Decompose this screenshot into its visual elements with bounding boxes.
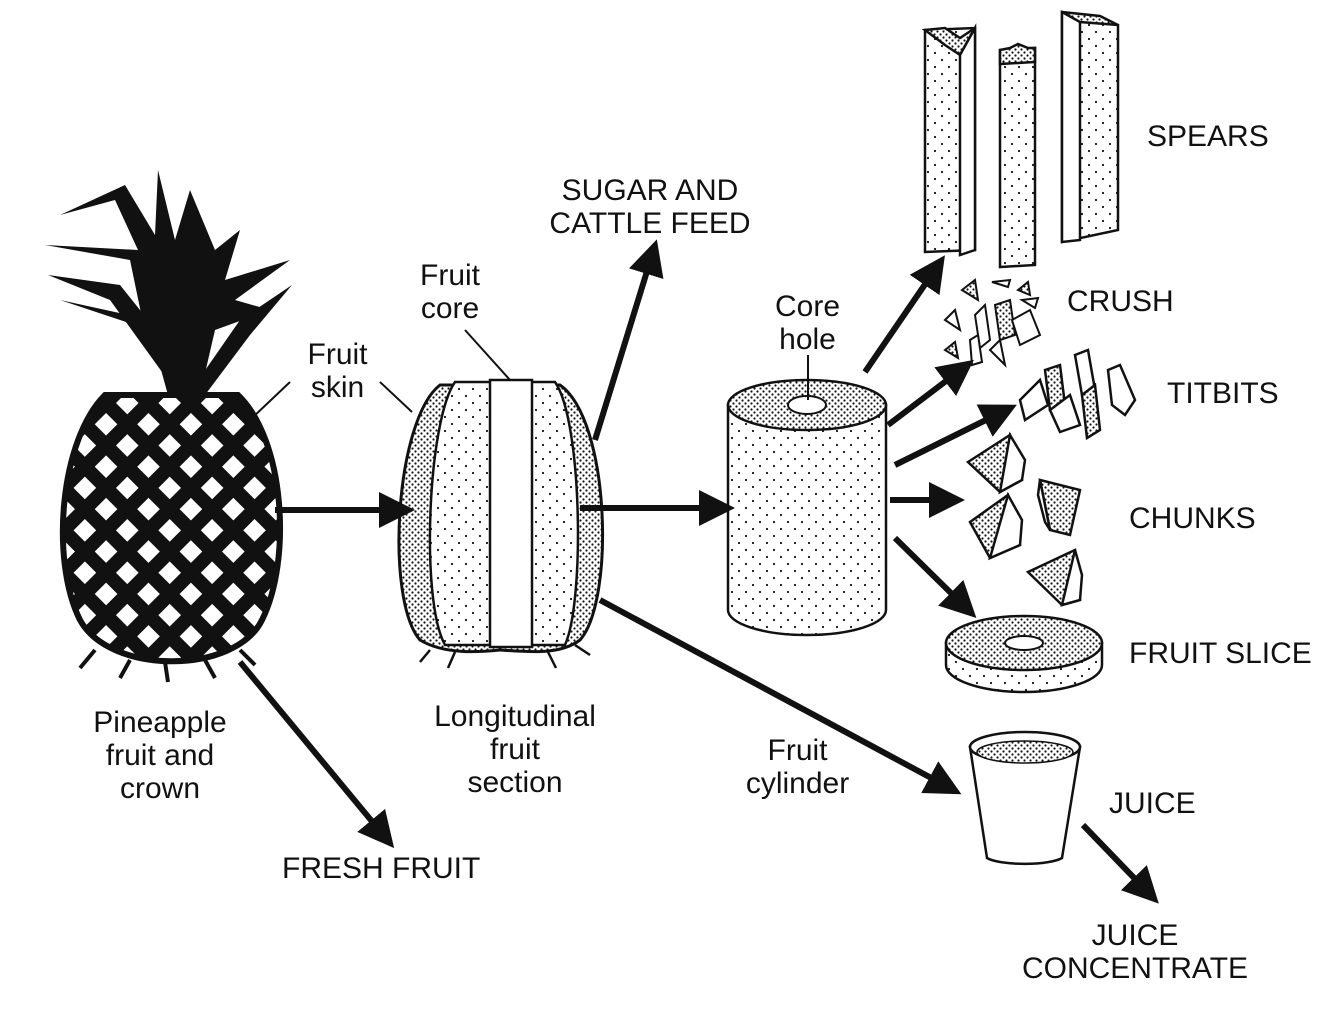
arrow-to-crush — [886, 359, 974, 428]
fruit-core-shape — [488, 378, 534, 649]
leader-lines — [251, 329, 809, 419]
label-spears: SPEARS — [1147, 120, 1269, 153]
label-line: Fruit — [420, 259, 480, 292]
process-arrows — [237, 239, 1159, 904]
label-line: hole — [779, 323, 836, 356]
label-fresh-fruit: FRESH FRUIT — [282, 852, 481, 885]
label-longitudinal-fruit-section: Longitudinal fruit section — [410, 700, 620, 799]
label-line: Pineapple — [93, 706, 227, 739]
arrow-to-sugar — [592, 239, 664, 441]
fruit-cylinder-shape — [726, 378, 888, 637]
label-fruit-cylinder: Fruit cylinder — [725, 734, 870, 800]
label-line: Core — [774, 290, 841, 323]
arrow-to-juice — [598, 597, 962, 795]
label-line: Fruit — [767, 734, 828, 767]
juice-cup-shape — [968, 730, 1082, 866]
label-line: Fruit — [307, 338, 368, 371]
label-line: JUICE — [1091, 919, 1179, 952]
label-juice-concentrate: JUICE CONCENTRATE — [1000, 919, 1270, 985]
label-pineapple-fruit-and-crown: Pineapple fruit and crown — [70, 706, 250, 805]
arrow-to-fruit-slice — [892, 535, 977, 619]
label-juice: JUICE — [1109, 787, 1196, 820]
titbits-shapes — [1018, 348, 1137, 441]
label-line: SUGAR AND — [561, 174, 739, 207]
label-fruit-skin: Fruit skin — [290, 338, 385, 404]
label-line: fruit — [489, 733, 540, 766]
label-chunks: CHUNKS — [1129, 502, 1256, 535]
label-line: section — [467, 766, 563, 799]
label-line: cylinder — [745, 767, 850, 800]
label-line: core — [420, 292, 480, 325]
label-sugar-and-cattle-feed: SUGAR AND CATTLE FEED — [525, 174, 775, 240]
label-core-hole: Core hole — [760, 290, 855, 356]
chunks-shapes — [965, 431, 1084, 607]
pineapple-crown — [45, 170, 292, 395]
arrow-to-fresh-fruit — [237, 660, 395, 849]
label-line: crown — [119, 772, 201, 805]
arrow-to-juice-concentrate — [1080, 822, 1159, 904]
fruit-slice-shape — [944, 614, 1104, 694]
spears-shapes — [921, 10, 1120, 269]
label-fruit-core: Fruit core — [405, 259, 495, 325]
label-fruit-slice: FRUIT SLICE — [1129, 637, 1312, 670]
arrow-to-titbits — [893, 404, 1017, 468]
label-line: skin — [310, 371, 365, 404]
longitudinal-fruit-section — [397, 378, 605, 669]
label-crush: CRUSH — [1067, 285, 1174, 318]
label-titbits: TITBITS — [1167, 377, 1279, 410]
label-line: CATTLE FEED — [549, 207, 751, 240]
pineapple-fruit-body — [59, 392, 283, 683]
crush-shapes — [943, 278, 1042, 369]
label-line: fruit and — [105, 739, 215, 772]
arrow-to-spears — [862, 255, 945, 374]
label-line: CONCENTRATE — [1021, 952, 1249, 985]
label-line: Longitudinal — [434, 700, 596, 733]
